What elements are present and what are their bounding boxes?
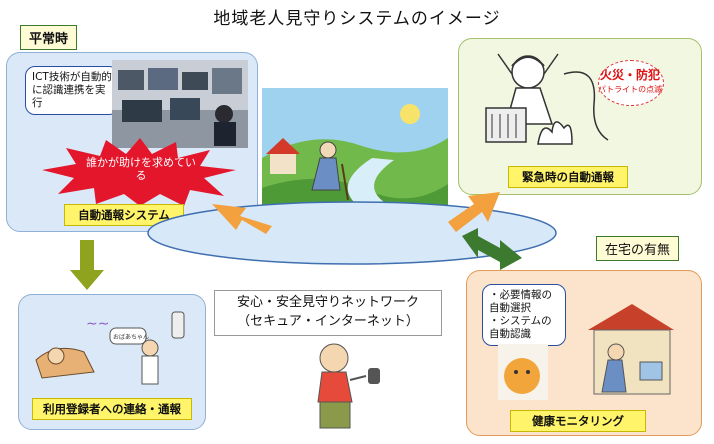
contact-illustration: ∼∼ おばあちゃん — [35, 311, 185, 385]
network-box: 安心・安全見守りネットワーク （セキュア・インターネット） — [214, 290, 442, 336]
network-cloud — [147, 201, 557, 265]
fire-crime-title: 火災・防犯 — [599, 68, 660, 82]
network-subtitle: （セキュア・インターネット） — [237, 314, 419, 329]
health-bubble-line-4: 自動認識 — [489, 328, 531, 340]
network-title: 安心・安全見守りネットワーク — [236, 295, 419, 310]
fire-crime-badge — [598, 60, 664, 106]
health-bubble-line-2: 自動選択 — [489, 302, 531, 314]
auto-report-label: 自動通報システム — [64, 204, 184, 226]
control-room-illustration — [112, 60, 248, 148]
arrow-to-contact — [70, 240, 104, 290]
health-label: 健康モニタリング — [510, 410, 646, 432]
ict-bubble: ICT技術が自動的に認識連携を実行 — [25, 66, 119, 115]
contact-label: 利用登録者への連絡・通報 — [32, 398, 192, 420]
alert-text: 誰かが助けを求めている — [86, 156, 196, 182]
health-bubble-line-3: ・システムの — [489, 315, 552, 327]
elderly-man-illustration — [317, 343, 380, 429]
health-illustration — [498, 304, 674, 400]
svg-text:∼∼: ∼∼ — [86, 316, 109, 332]
emergency-illustration — [485, 53, 609, 145]
arrow-health-monitoring — [462, 228, 522, 270]
diagram-title: 地域老人見守りシステムのイメージ — [213, 9, 501, 29]
health-bubble-line-1: ・必要情報の — [489, 289, 552, 301]
emergency-label: 緊急時の自動通報 — [508, 166, 628, 188]
normal-time-tag: 平常時 — [20, 25, 78, 50]
speech-text: おばあちゃん — [113, 333, 149, 341]
arrow-to-auto-report — [212, 204, 272, 234]
presence-tag: 在宅の有無 — [596, 236, 680, 261]
patrol-light-text: パトライトの点滅 — [597, 85, 663, 94]
alert-starburst — [42, 138, 236, 206]
arrow-to-emergency — [448, 192, 500, 232]
health-bubble: ・必要情報の 自動選択 ・システムの 自動認識 — [482, 284, 566, 346]
